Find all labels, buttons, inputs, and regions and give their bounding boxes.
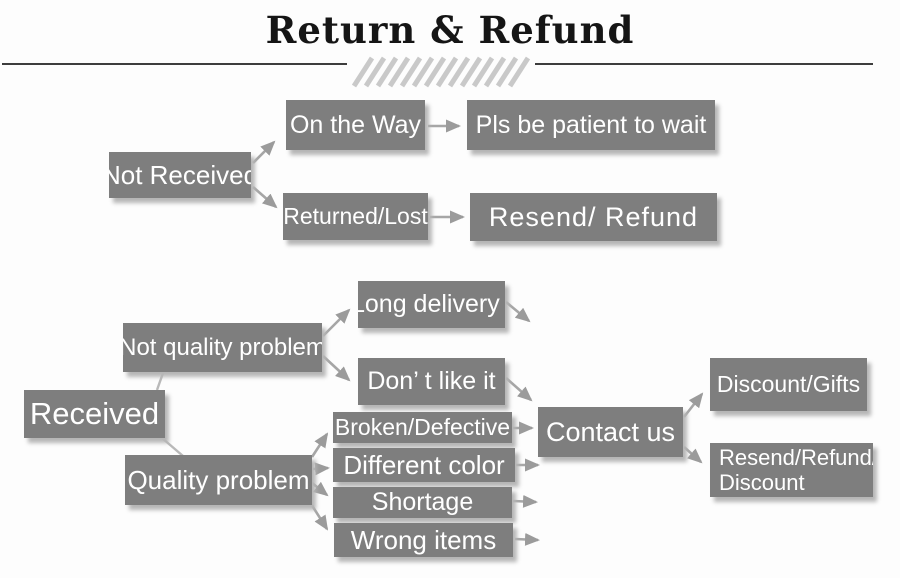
node-contact-us: Contact us [538,407,683,457]
node-label: Broken/Defective [334,414,511,440]
hatch-decoration [352,56,531,88]
arrow-quality-to-shortage [311,481,329,497]
node-different-color: Different color [333,448,515,482]
node-resend-refund: Resend/ Refund [470,193,717,241]
node-broken-defective: Broken/Defective [333,412,512,443]
node-label: Pls be patient to wait [475,110,707,139]
node-label: Received [29,396,160,431]
node-shortage: Shortage [333,487,512,518]
node-label: Wrong items [350,524,497,555]
page-title: Return & Refund [265,8,635,52]
arrow-not-received-to-on-the-way [252,140,276,164]
arrow-not-quality-to-long-delivery [322,308,351,337]
node-returned-lost: Returned/Lost [283,193,428,240]
node-label: Not quality problem [123,333,322,361]
node-label: Don’ t like it [367,367,496,395]
line-received-to-not-quality [155,372,165,391]
arrow-quality-to-broken [310,432,329,458]
node-resend-refund-discount: Resend/Refund/ Discount [710,443,873,497]
arrow-contact-us-to-resend-refund-discount [683,446,703,464]
node-label: Discount/Gifts [716,371,861,397]
arrow-long-delivery-out [505,300,531,323]
node-received: Received [24,390,165,438]
arrow-quality-to-different-color [312,462,330,476]
title-rule-left [2,63,347,65]
node-label: Resend/ Refund [488,201,699,232]
node-pls-be-patient: Pls be patient to wait [467,100,715,150]
node-discount-gifts: Discount/Gifts [710,358,867,411]
arrow-not-received-to-returned-lost [252,186,278,209]
arrow-contact-us-to-discount-gifts [682,392,704,418]
node-label-line2: Discount [719,470,805,495]
arrow-shortage-out [512,494,538,508]
node-not-quality-problem: Not quality problem [123,323,322,372]
node-label: Shortage [371,488,474,516]
node-quality-problem: Quality problem [125,455,312,505]
node-label: Not Received [109,159,251,190]
line-received-to-quality [161,437,184,457]
node-dont-like-it: Don’ t like it [358,358,505,405]
node-label: Different color [343,449,505,480]
node-label: Contact us [545,416,676,447]
node-wrong-items: Wrong items [334,523,513,557]
arrow-dont-like-to-contact-us [505,377,533,402]
arrow-wrong-items-out [514,532,540,546]
node-label: Long delivery [358,290,500,318]
node-long-delivery: Long delivery [358,281,505,328]
node-label: Quality problem [127,464,310,495]
arrow-not-quality-to-dont-like [322,355,351,382]
node-label: On the Way [289,110,422,139]
node-label: Returned/Lost [283,203,428,229]
title-rule-right [535,63,873,65]
node-on-the-way: On the Way [286,100,425,150]
node-not-received: Not Received [109,152,251,198]
node-label-line1: Resend/Refund/ [719,445,873,470]
